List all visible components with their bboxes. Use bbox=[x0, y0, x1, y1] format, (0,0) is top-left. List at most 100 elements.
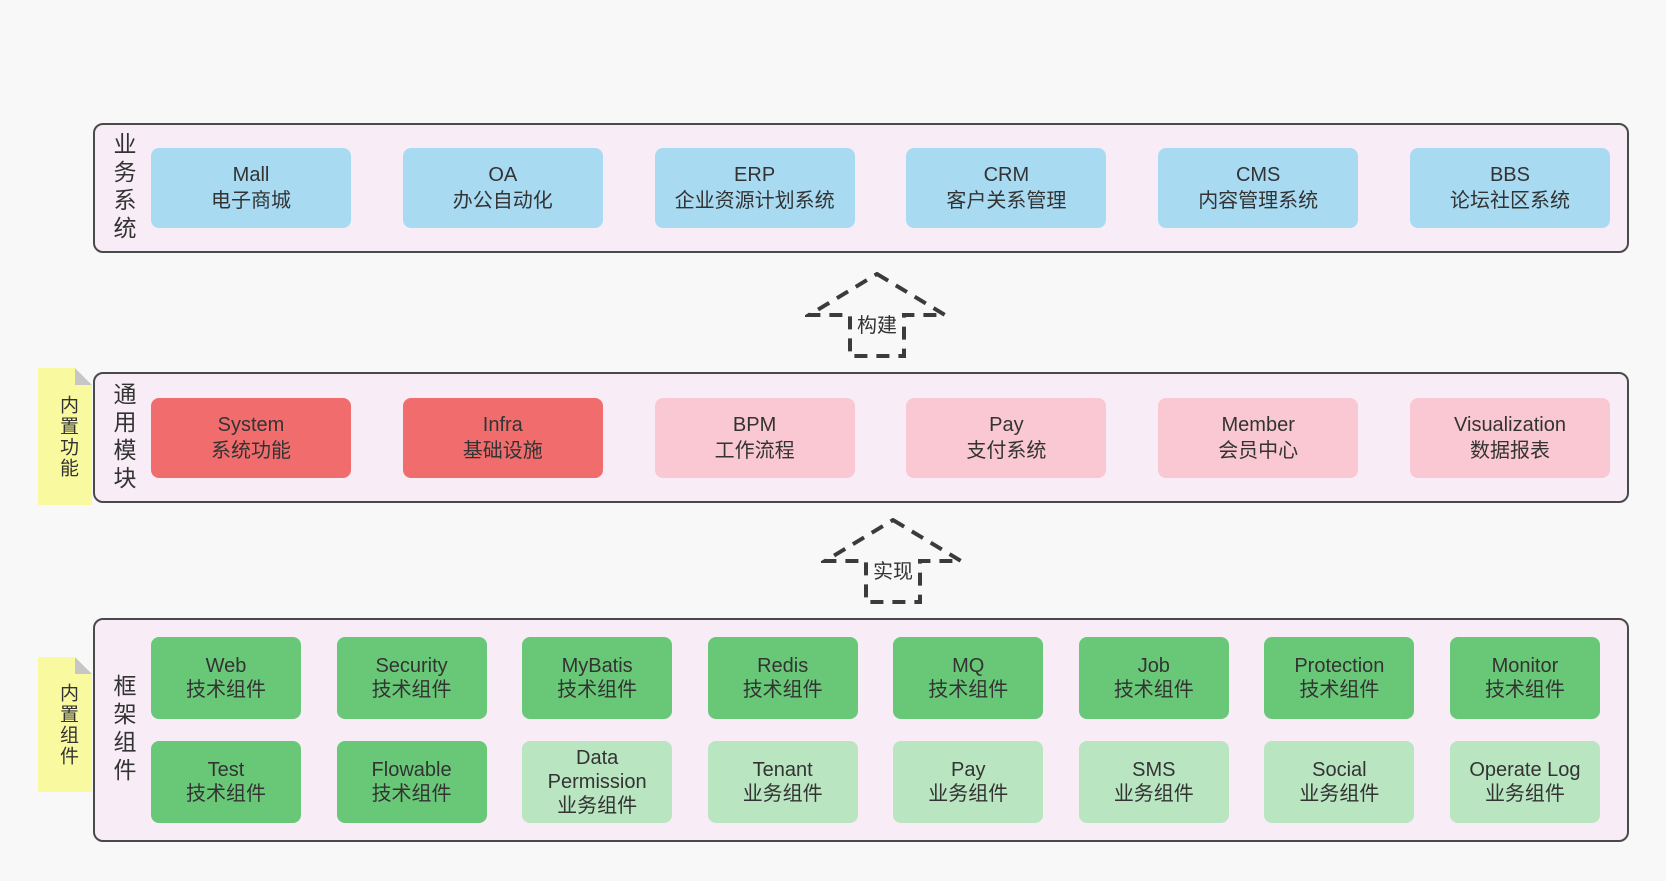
box-subtitle: 技术组件 bbox=[371, 679, 452, 701]
box-title: Pay bbox=[989, 413, 1024, 436]
mybatis-box: MyBatis 技术组件 bbox=[522, 637, 673, 719]
box-title: Mall bbox=[232, 164, 270, 186]
pay-box: Pay 支付系统 bbox=[906, 397, 1107, 478]
sms-box: SMS 业务组件 bbox=[1078, 741, 1229, 823]
box-subtitle: 技术组件 bbox=[742, 679, 823, 701]
box-title: Visualization bbox=[1454, 413, 1566, 436]
box-subtitle: 企业资源计划系统 bbox=[674, 190, 835, 212]
box-subtitle: 业务组件 bbox=[1299, 783, 1380, 805]
band-label-business: 业务系统 bbox=[110, 132, 136, 244]
box-title: Flowable bbox=[371, 759, 452, 781]
box-title: ERP bbox=[734, 164, 776, 186]
box-title: Data Permission bbox=[547, 747, 647, 793]
implement-arrow: 实现 bbox=[821, 518, 965, 604]
sticky-note-builtin-features: 内置功能 bbox=[38, 368, 92, 505]
flowable-box: Flowable 技术组件 bbox=[336, 741, 487, 823]
erp-box: ERP 企业资源计划系统 bbox=[654, 148, 855, 228]
box-title: Tenant bbox=[752, 759, 813, 781]
box-title: MyBatis bbox=[561, 655, 633, 677]
mq-box: MQ 技术组件 bbox=[893, 637, 1044, 719]
box-subtitle: 客户关系管理 bbox=[946, 190, 1067, 212]
sticky-note-builtin-components: 内置组件 bbox=[38, 657, 92, 792]
box-title: Operate Log bbox=[1469, 759, 1581, 781]
test-box: Test 技术组件 bbox=[151, 741, 301, 823]
box-title: Pay bbox=[951, 759, 986, 781]
components-row-1: Web 技术组件 Security 技术组件 MyBatis 技术组件 Redi… bbox=[151, 637, 1600, 719]
business-systems-band: 业务系统 Mall 电子商城 OA 办公自动化 ERP 企业资源计划系统 CRM… bbox=[93, 123, 1629, 253]
folded-corner-icon bbox=[75, 368, 92, 385]
box-title: Job bbox=[1137, 655, 1170, 677]
box-title: BBS bbox=[1489, 164, 1530, 186]
build-arrow: 构建 bbox=[805, 272, 949, 358]
box-subtitle: 电子商城 bbox=[211, 190, 291, 212]
box-title: Test bbox=[207, 759, 245, 781]
box-subtitle: 技术组件 bbox=[1299, 679, 1380, 701]
box-title: BPM bbox=[732, 413, 777, 436]
box-subtitle: 技术组件 bbox=[928, 679, 1009, 701]
infra-box: Infra 基础设施 bbox=[402, 397, 603, 478]
box-subtitle: 业务组件 bbox=[557, 795, 638, 817]
operate-log-box: Operate Log 业务组件 bbox=[1449, 741, 1600, 823]
components-rows: Web 技术组件 Security 技术组件 MyBatis 技术组件 Redi… bbox=[151, 620, 1600, 840]
box-subtitle: 论坛社区系统 bbox=[1449, 190, 1570, 212]
mall-box: Mall 电子商城 bbox=[151, 148, 351, 228]
box-subtitle: 技术组件 bbox=[186, 783, 266, 805]
box-subtitle: 数据报表 bbox=[1469, 439, 1550, 462]
box-subtitle: 工作流程 bbox=[714, 439, 795, 462]
folded-corner-icon bbox=[75, 657, 92, 674]
redis-box: Redis 技术组件 bbox=[707, 637, 858, 719]
box-subtitle: 内容管理系统 bbox=[1198, 190, 1319, 212]
box-title: CRM bbox=[983, 164, 1030, 186]
build-arrow-label: 构建 bbox=[854, 308, 900, 339]
social-box: Social 业务组件 bbox=[1264, 741, 1415, 823]
job-box: Job 技术组件 bbox=[1078, 637, 1229, 719]
box-title: OA bbox=[488, 164, 518, 186]
box-subtitle: 办公自动化 bbox=[452, 190, 553, 212]
box-title: SMS bbox=[1132, 759, 1176, 781]
box-title: Infra bbox=[482, 413, 523, 436]
oa-box: OA 办公自动化 bbox=[402, 148, 603, 228]
crm-box: CRM 客户关系管理 bbox=[906, 148, 1107, 228]
box-subtitle: 业务组件 bbox=[1113, 783, 1194, 805]
box-subtitle: 技术组件 bbox=[1113, 679, 1194, 701]
up-arrow-icon bbox=[821, 518, 965, 604]
box-title: Social bbox=[1312, 759, 1367, 781]
data-permission-box: Data Permission 业务组件 bbox=[522, 741, 673, 823]
monitor-box: Monitor 技术组件 bbox=[1449, 637, 1600, 719]
tenant-box: Tenant 业务组件 bbox=[707, 741, 858, 823]
box-subtitle: 技术组件 bbox=[557, 679, 638, 701]
modules-boxes-row: System 系统功能 Infra 基础设施 BPM 工作流程 Pay 支付系统… bbox=[151, 374, 1610, 501]
member-box: Member 会员中心 bbox=[1158, 397, 1359, 478]
visualization-box: Visualization 数据报表 bbox=[1409, 397, 1610, 478]
box-title: MQ bbox=[952, 655, 985, 677]
box-subtitle: 系统功能 bbox=[211, 439, 291, 462]
business-boxes-row: Mall 电子商城 OA 办公自动化 ERP 企业资源计划系统 CRM 客户关系… bbox=[151, 125, 1610, 251]
band-label-components: 框架组件 bbox=[110, 674, 136, 786]
box-subtitle: 支付系统 bbox=[966, 439, 1047, 462]
box-title: Security bbox=[375, 655, 448, 677]
implement-arrow-label: 实现 bbox=[870, 554, 916, 585]
framework-components-band: 框架组件 Web 技术组件 Security 技术组件 MyBatis 技术组件… bbox=[93, 618, 1629, 842]
box-subtitle: 技术组件 bbox=[371, 783, 452, 805]
box-title: Protection bbox=[1294, 655, 1385, 677]
components-row-2: Test 技术组件 Flowable 技术组件 Data Permission … bbox=[151, 741, 1600, 823]
box-subtitle: 业务组件 bbox=[742, 783, 823, 805]
box-title: Monitor bbox=[1491, 655, 1559, 677]
box-subtitle: 技术组件 bbox=[186, 679, 266, 701]
bpm-box: BPM 工作流程 bbox=[654, 397, 855, 478]
box-title: Web bbox=[205, 655, 247, 677]
bbs-box: BBS 论坛社区系统 bbox=[1409, 148, 1610, 228]
box-subtitle: 基础设施 bbox=[462, 439, 543, 462]
box-subtitle: 会员中心 bbox=[1218, 439, 1299, 462]
protection-box: Protection 技术组件 bbox=[1264, 637, 1415, 719]
cms-box: CMS 内容管理系统 bbox=[1158, 148, 1359, 228]
pay-box: Pay 业务组件 bbox=[893, 741, 1044, 823]
box-title: CMS bbox=[1235, 164, 1281, 186]
box-subtitle: 业务组件 bbox=[928, 783, 1009, 805]
up-arrow-icon bbox=[805, 272, 949, 358]
web-box: Web 技术组件 bbox=[151, 637, 301, 719]
band-label-modules: 通用模块 bbox=[110, 381, 136, 494]
box-subtitle: 业务组件 bbox=[1484, 783, 1565, 805]
box-title: Redis bbox=[757, 655, 809, 677]
